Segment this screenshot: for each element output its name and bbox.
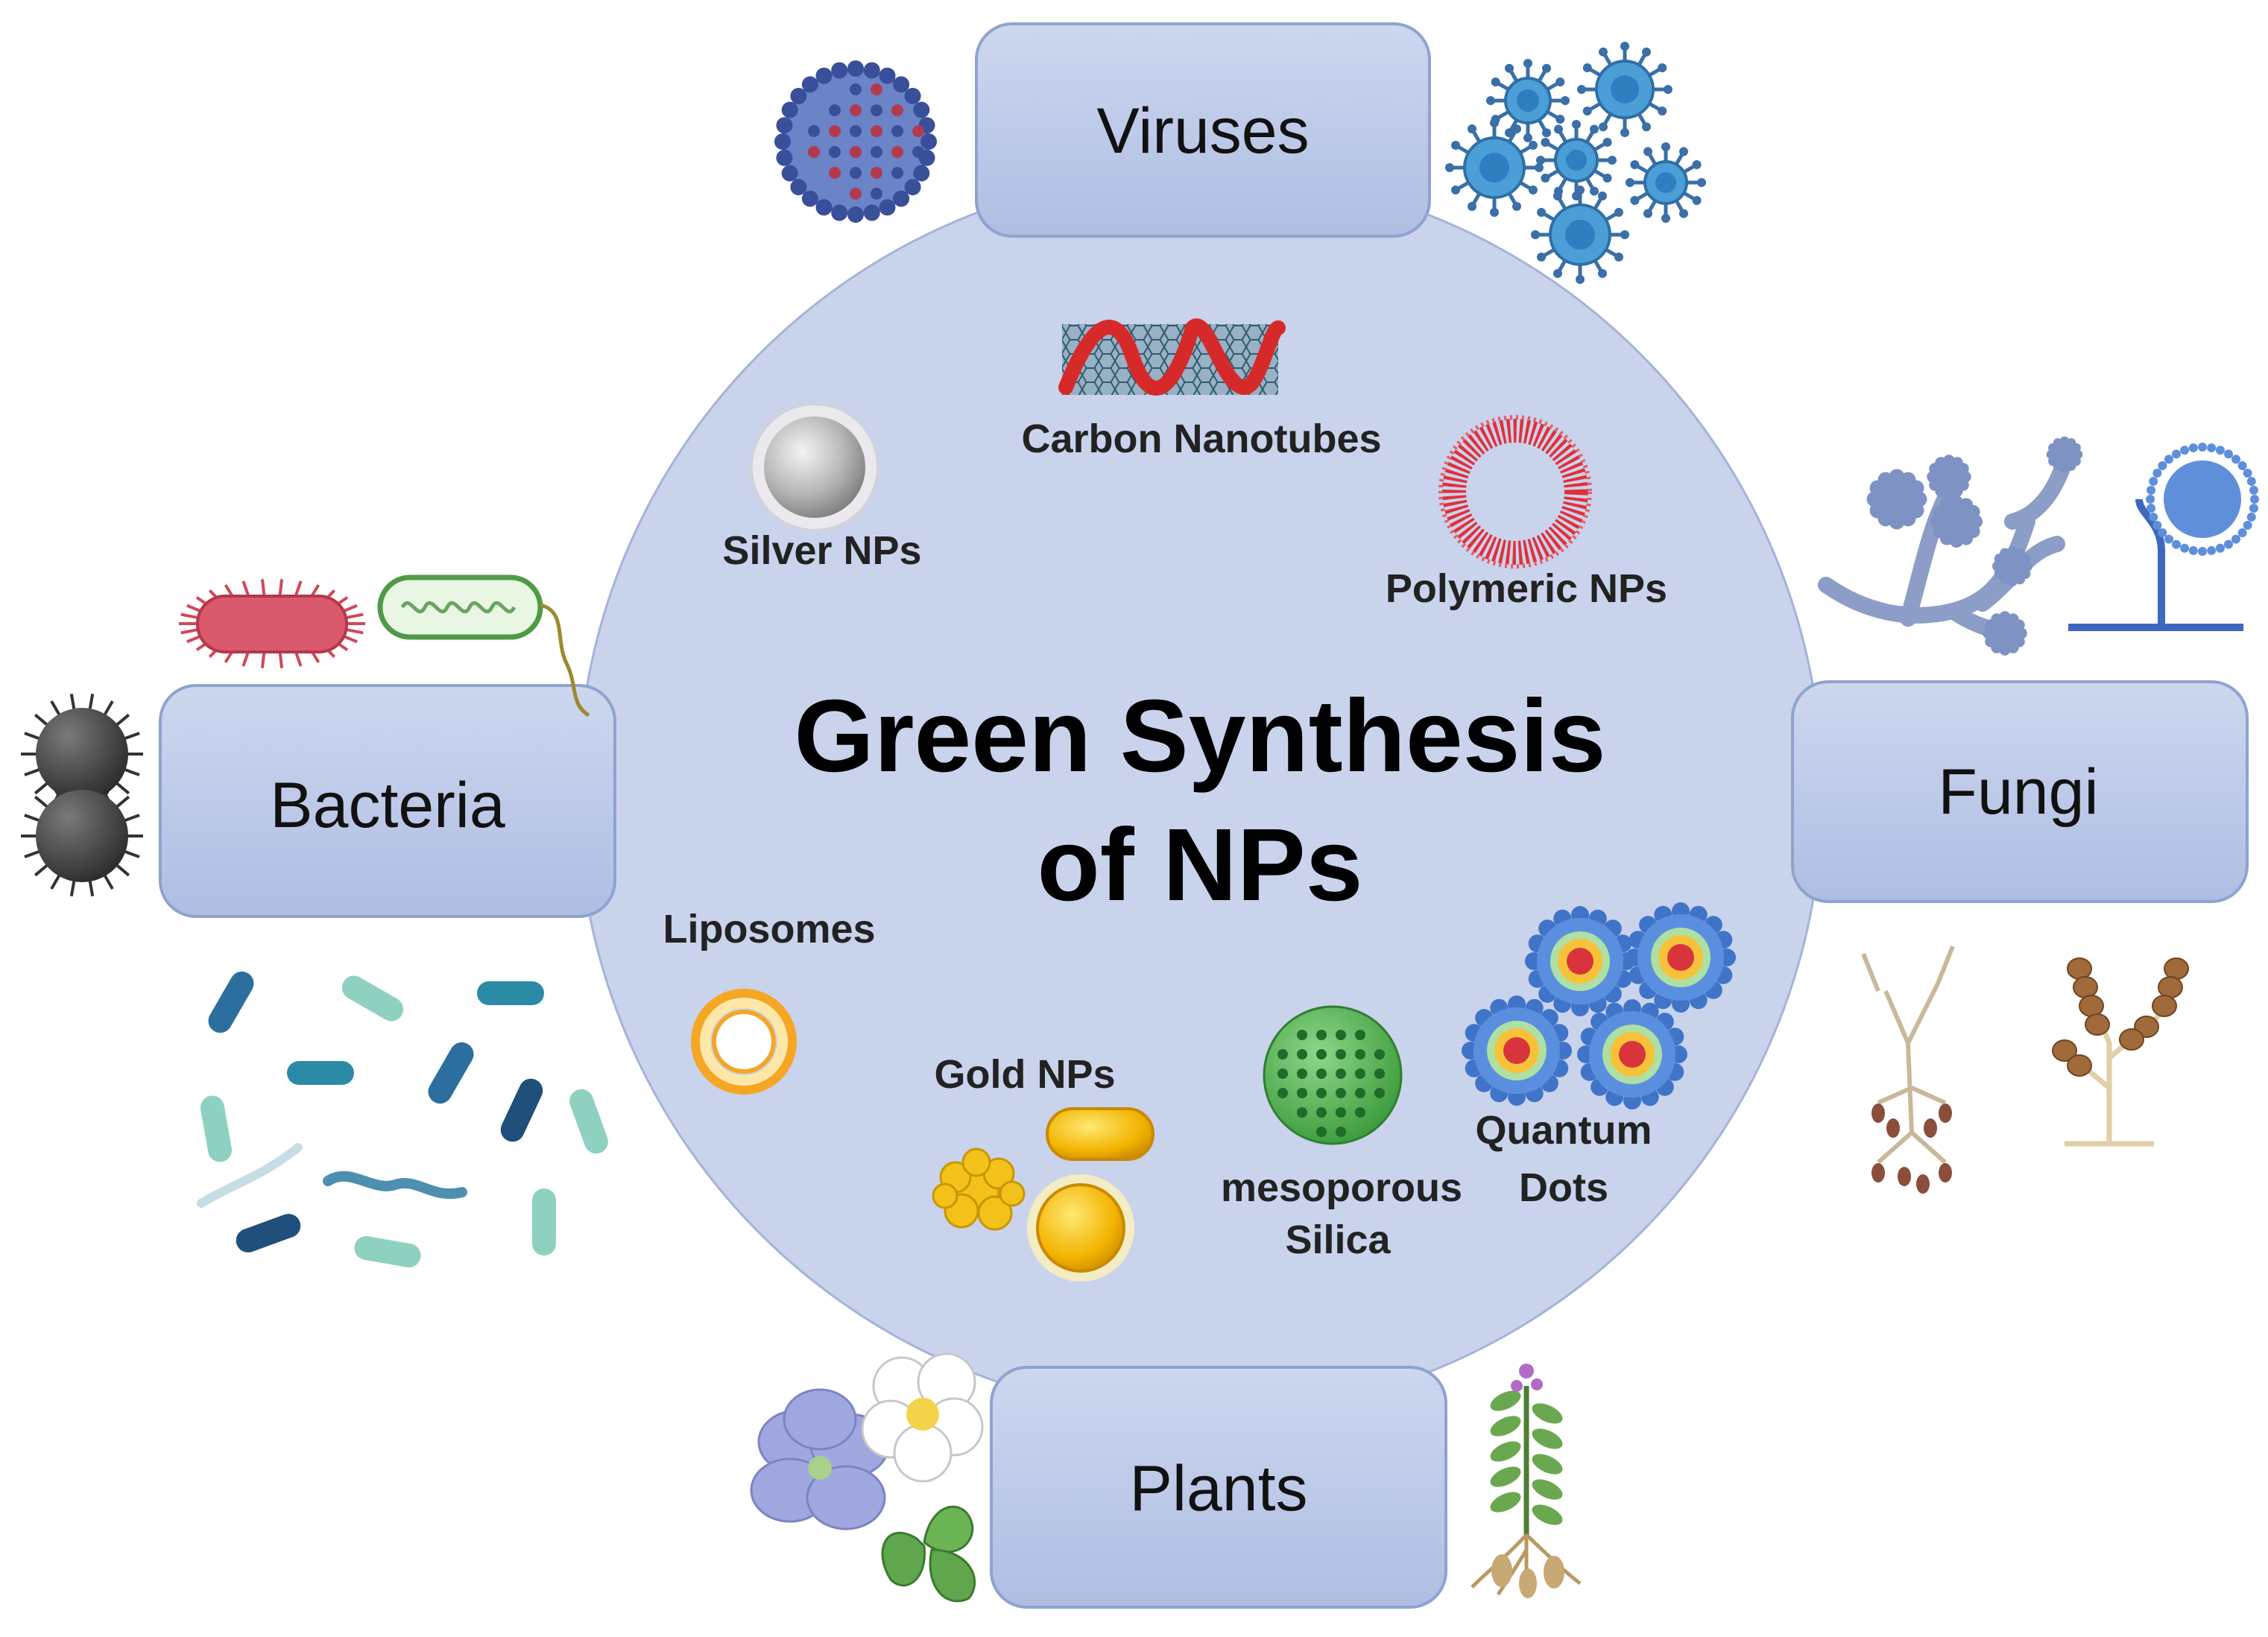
diplococcus-icon	[21, 693, 143, 897]
viruses-label: Viruses	[1096, 95, 1309, 167]
plant-with-roots-icon	[1471, 1364, 1582, 1598]
bacteria-box: Bacteria	[159, 684, 616, 918]
title-line-1: Green Synthesis	[794, 679, 1605, 794]
fungi-spore-chain-icon	[2052, 957, 2189, 1147]
gold-nanoparticle-icon	[932, 1107, 1154, 1282]
fungi-box: Fungi	[1791, 680, 2249, 903]
viruses-box: Viruses	[975, 22, 1431, 238]
polymeric-nanoparticle-icon	[1438, 415, 1592, 569]
flower-white-icon	[861, 1352, 984, 1483]
dots-label: Dots	[1519, 1165, 1608, 1210]
title-line-2: of NPs	[1037, 808, 1362, 922]
liposome-icon	[691, 989, 797, 1095]
quantum-label: Quantum	[1476, 1108, 1652, 1153]
fungi-label: Fungi	[1938, 756, 2098, 828]
bacillus-green-flagellum-icon	[377, 574, 590, 718]
fungi-aspergillus-icon	[1818, 436, 2083, 656]
fungi-mold-icon	[2068, 443, 2259, 631]
quantum-dot-icon	[1462, 902, 1736, 1109]
liposomes-label: Liposomes	[663, 907, 875, 952]
silver-nps-label: Silver NPs	[722, 528, 921, 573]
polymeric-nps-label: Polymeric NPs	[1386, 566, 1667, 611]
mesoporous-silica-icon	[1263, 1005, 1403, 1145]
coronavirus-icon	[774, 60, 937, 223]
plants-box: Plants	[990, 1366, 1447, 1609]
leaf-icon	[881, 1505, 976, 1603]
carbon-nanotube-icon	[1058, 318, 1286, 396]
silica-label: Silica	[1285, 1218, 1391, 1262]
carbon-nanotubes-label: Carbon Nanotubes	[1021, 417, 1381, 461]
virus-cluster-icon	[1445, 42, 1706, 284]
flower-blue-icon	[750, 1388, 890, 1530]
silver-nanoparticle-icon	[750, 402, 879, 532]
mesoporous-label: mesoporous	[1221, 1165, 1462, 1210]
bacteria-group-icon	[197, 971, 608, 1268]
plants-label: Plants	[1129, 1453, 1307, 1524]
bacteria-label: Bacteria	[270, 770, 505, 841]
bacillus-red-icon	[179, 579, 365, 668]
fungi-branching-icon	[1861, 945, 1955, 1194]
gold-nps-label: Gold NPs	[934, 1052, 1115, 1097]
